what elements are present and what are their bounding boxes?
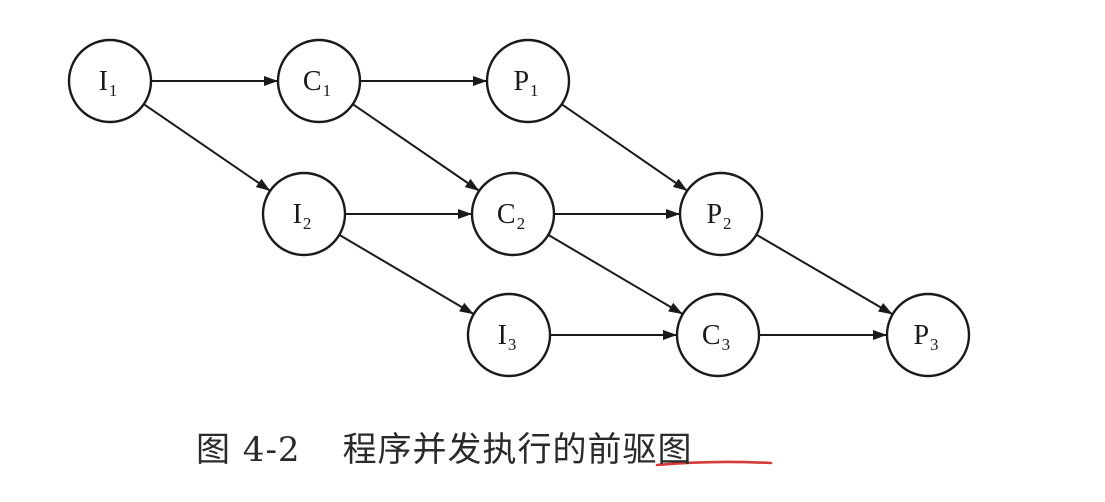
node-label: C3 <box>702 320 730 354</box>
node-subscript: 3 <box>930 335 939 354</box>
node-letter: P <box>513 66 529 97</box>
node-subscript: 1 <box>530 81 539 100</box>
node-label: C2 <box>497 199 525 233</box>
node-letter: P <box>913 320 929 351</box>
node-label: P3 <box>913 320 938 354</box>
node-letter: I <box>99 66 108 97</box>
edge-p2-to-p3 <box>755 233 893 315</box>
node-p2: P2 <box>678 171 764 257</box>
node-c1: C1 <box>276 38 362 124</box>
edge-p1-to-p2 <box>561 103 688 191</box>
node-circle <box>276 38 362 124</box>
node-p1: P1 <box>485 38 571 124</box>
node-letter: P <box>706 199 722 230</box>
node-subscript: 3 <box>722 335 731 354</box>
node-circle <box>466 292 552 378</box>
node-subscript: 2 <box>303 214 312 233</box>
node-c2: C2 <box>470 171 556 257</box>
node-i2: I2 <box>261 171 347 257</box>
edge-i2-to-i3 <box>338 233 474 315</box>
node-circle <box>470 171 556 257</box>
node-subscript: 2 <box>517 214 526 233</box>
node-circle <box>261 171 347 257</box>
node-p3: P3 <box>885 292 971 378</box>
node-label: I3 <box>498 320 517 354</box>
node-label: I1 <box>99 66 118 100</box>
node-subscript: 2 <box>723 214 732 233</box>
red-underline-mark <box>655 460 773 467</box>
node-label: C1 <box>303 66 331 100</box>
node-letter: C <box>497 199 516 230</box>
node-label: P2 <box>706 199 731 233</box>
edge-c1-to-c2 <box>352 103 480 192</box>
node-letter: C <box>303 66 322 97</box>
node-c3: C3 <box>675 292 761 378</box>
node-circle <box>678 171 764 257</box>
figure-title: 程序并发执行的前驱图 <box>342 430 693 470</box>
figure-caption: 图 4-2 程序并发执行的前驱图 <box>196 422 693 471</box>
node-circle <box>67 38 153 124</box>
node-letter: I <box>293 199 302 230</box>
node-circle <box>485 38 571 124</box>
node-circle <box>885 292 971 378</box>
node-label: P1 <box>513 66 538 100</box>
figure-number: 图 4-2 <box>196 430 301 470</box>
node-subscript: 1 <box>109 81 118 100</box>
node-subscript: 1 <box>323 81 332 100</box>
edge-c2-to-c3 <box>547 233 683 315</box>
node-letter: I <box>498 320 507 351</box>
node-label: I2 <box>293 199 312 233</box>
node-i3: I3 <box>466 292 552 378</box>
node-i1: I1 <box>67 38 153 124</box>
edge-i1-to-i2 <box>143 103 271 192</box>
node-subscript: 3 <box>508 335 517 354</box>
edges-layer <box>143 76 893 340</box>
node-letter: C <box>702 320 721 351</box>
node-circle <box>675 292 761 378</box>
